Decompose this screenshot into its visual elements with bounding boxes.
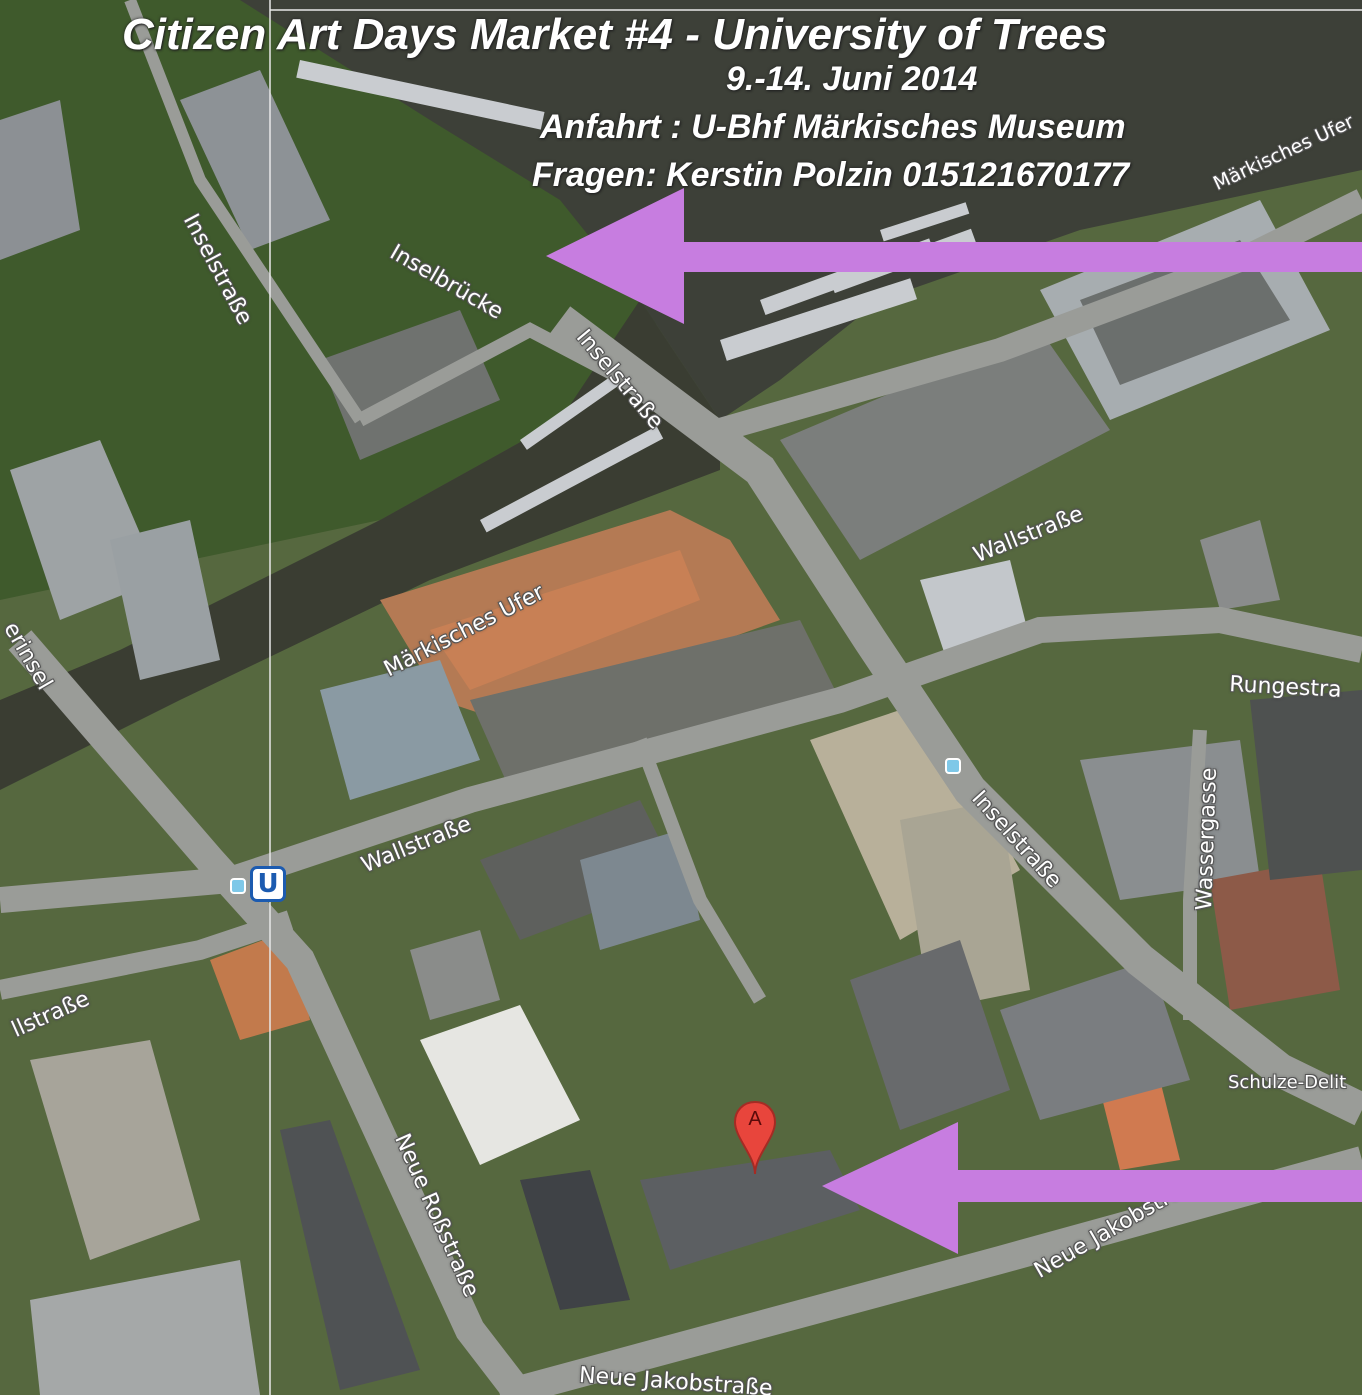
arrow-left-icon: [822, 1122, 1362, 1254]
pin-shape: [733, 1100, 777, 1175]
contact-text: Fragen: Kerstin Polzin 015121670177: [532, 156, 1130, 194]
pin-label: A: [748, 1108, 762, 1130]
event-dates: 9.-14. Juni 2014: [726, 60, 978, 98]
street-label-schulze-delitzsch: Schulze-Delit: [1228, 1072, 1347, 1093]
poi-icon: [945, 758, 961, 774]
event-title: Citizen Art Days Market #4 - University …: [122, 10, 1108, 59]
location-pin-icon[interactable]: A: [733, 1100, 777, 1176]
poi-icon: [230, 878, 246, 894]
directions-text: Anfahrt : U-Bhf Märkisches Museum: [540, 108, 1126, 146]
street-label-wassergasse: Wassergasse: [1192, 767, 1222, 911]
arrow-left-icon: [546, 188, 1362, 324]
ubahn-station-icon[interactable]: U: [250, 866, 286, 902]
